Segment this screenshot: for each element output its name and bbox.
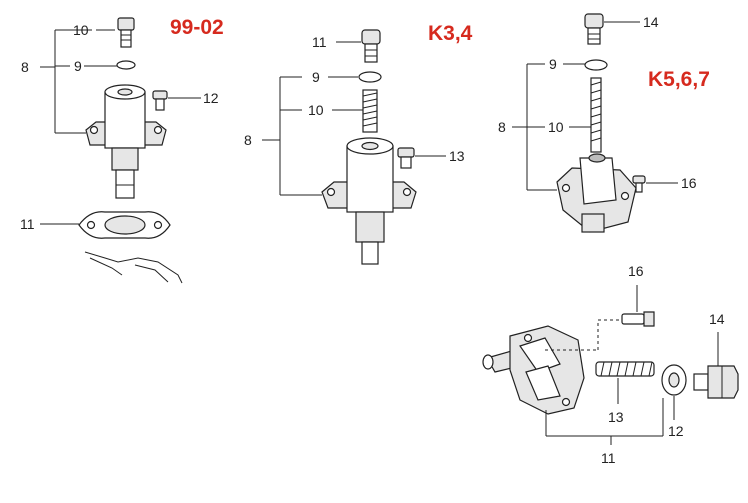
screw-12-drawing: [152, 90, 168, 111]
bolt-11-drawing: [361, 29, 381, 63]
group-k3-4: K3,4: [244, 22, 473, 265]
group-99-02: 99-02: [20, 16, 224, 284]
callout-label: 14: [643, 14, 659, 30]
variant-label: K3,4: [428, 22, 473, 45]
washer-9-drawing: [358, 71, 382, 83]
callout-label: 9: [549, 56, 557, 72]
callout-label: 16: [628, 263, 644, 279]
gasket-11-drawing: [78, 211, 171, 239]
callout-label: 11: [20, 216, 35, 232]
callout-label: 10: [548, 119, 564, 135]
group-exploded-view: 16 14 13 12 11: [482, 263, 739, 466]
tensioner-body-drawing: [85, 84, 167, 199]
screw-16-drawing: [632, 175, 646, 193]
callout-label: 16: [681, 175, 697, 191]
spring-10-drawing: [590, 77, 602, 153]
callout-label: 12: [668, 423, 684, 439]
callout-label: 12: [203, 90, 219, 106]
callout-label: 9: [74, 58, 82, 74]
group-k5-6-7: K5,6,7: [498, 13, 710, 233]
bolt-14-drawing: [584, 13, 604, 45]
variant-label: K5,6,7: [648, 68, 710, 91]
bolt-10-drawing: [117, 17, 135, 48]
callout-label: 9: [312, 69, 320, 85]
callout-label: 8: [21, 59, 29, 75]
callout-label: 8: [244, 132, 252, 148]
spring-13-drawing: [595, 361, 655, 377]
washer-9-drawing: [116, 60, 136, 70]
callout-label: 13: [449, 148, 465, 164]
washer-12-drawing: [661, 364, 687, 396]
screw-16-drawing: [621, 311, 655, 327]
callout-label: 8: [498, 119, 506, 135]
callout-label: 13: [608, 409, 624, 425]
washer-9-drawing: [584, 59, 608, 71]
tensioner-body-drawing: [556, 153, 637, 233]
engine-case-fragment: [84, 251, 183, 284]
spring-10-drawing: [362, 89, 378, 133]
callout-label: 11: [312, 34, 327, 50]
tensioner-body-11-drawing: [482, 325, 585, 415]
screw-13-drawing: [397, 147, 415, 169]
tensioner-body-drawing: [321, 137, 417, 265]
callout-label: 14: [709, 311, 725, 327]
callout-label: 11: [601, 450, 616, 466]
bolt-14-drawing: [693, 365, 739, 399]
callout-label: 10: [73, 22, 89, 38]
variant-label: 99-02: [170, 16, 224, 39]
callout-label: 10: [308, 102, 324, 118]
